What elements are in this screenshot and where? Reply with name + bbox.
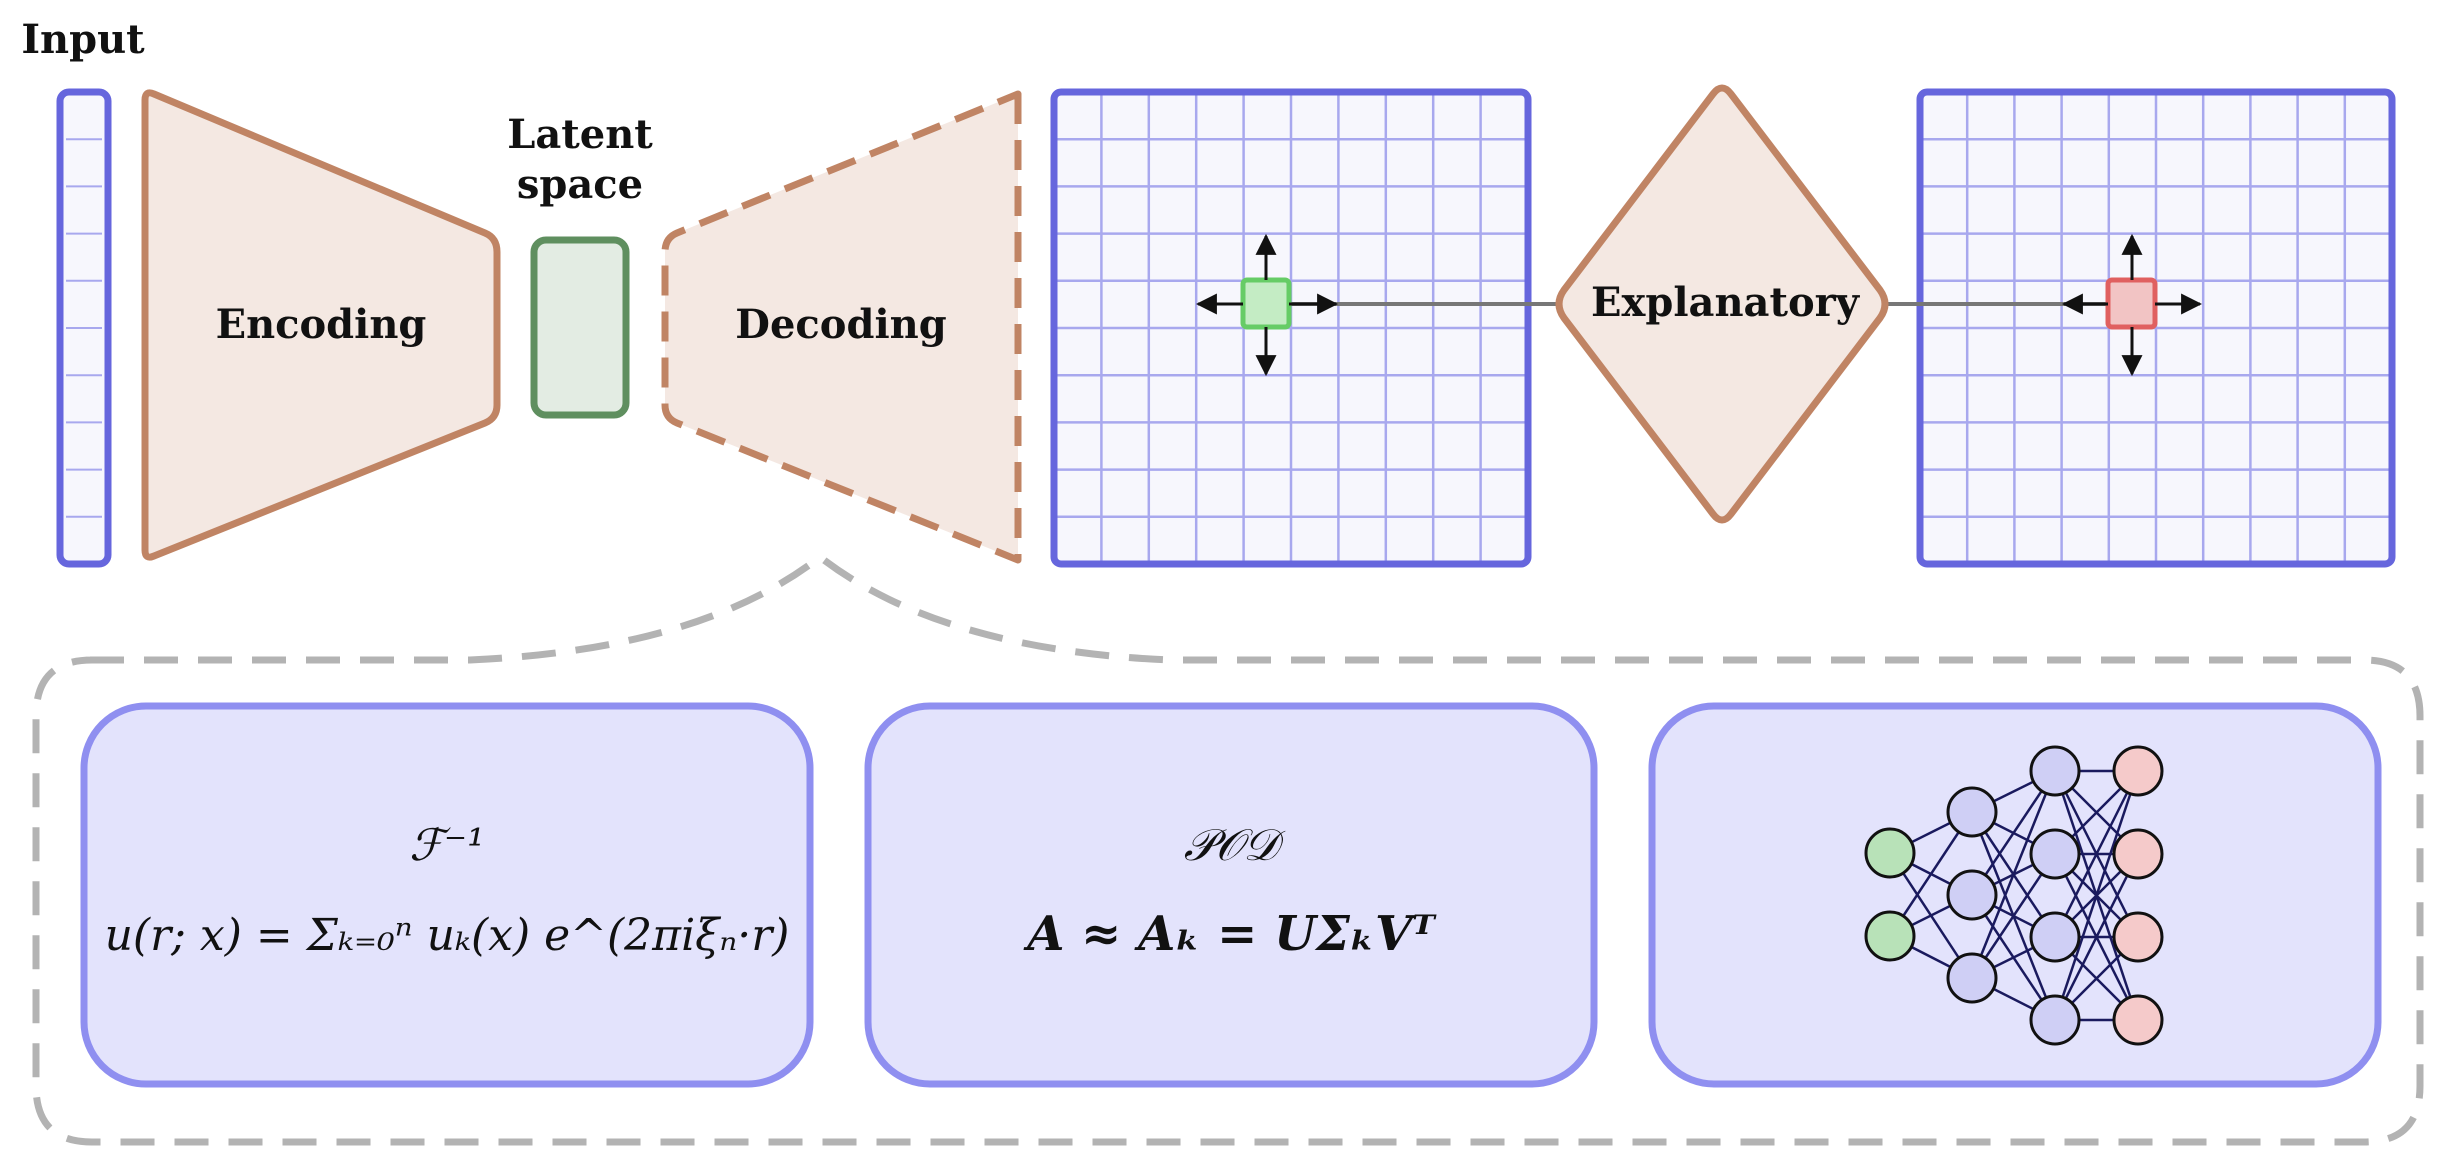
neural-network-node xyxy=(2112,911,2164,963)
neural-network-node xyxy=(2029,911,2081,963)
latent-space-box xyxy=(530,236,630,419)
neural-network-panel xyxy=(1648,702,2382,1088)
neural-network-nodes xyxy=(1864,745,2164,1046)
neural-network-node xyxy=(1946,952,1998,1004)
input-label: Input xyxy=(21,16,145,63)
encoding-label: Encoding xyxy=(216,301,427,348)
neural-network-node xyxy=(1946,786,1998,838)
explanatory-diamond xyxy=(1555,84,1889,524)
fourier-formula: u(r; x) = Σₖ₌₀ⁿ uₖ(x) e^(2πiξₙ·r) xyxy=(105,910,790,961)
explanatory-label: Explanatory xyxy=(1591,279,1861,326)
neural-network-node xyxy=(2029,745,2081,797)
neural-network-node xyxy=(1864,827,1916,879)
output-grid-left xyxy=(1050,88,1532,568)
encoder-shape xyxy=(141,89,501,561)
fourier-title: ℱ⁻¹ xyxy=(409,820,484,871)
neural-network-node xyxy=(2112,828,2164,880)
decoder-shape xyxy=(661,90,1022,564)
green-cell-with-arrows xyxy=(1195,233,1339,377)
input-vector xyxy=(56,88,112,568)
latent-space-label-line1: Latent xyxy=(507,111,653,158)
neural-network-edge xyxy=(2053,770,2140,1021)
neural-network-node xyxy=(2029,994,2081,1046)
neural-network-node xyxy=(2112,994,2164,1046)
decoding-label: Decoding xyxy=(735,301,946,348)
neural-network-node xyxy=(1946,869,1998,921)
pod-title: 𝒫𝒪𝒟 xyxy=(1184,820,1286,871)
decoder-options-container xyxy=(32,552,2424,1146)
latent-space-label-line2: space xyxy=(517,161,643,208)
output-grid-right xyxy=(1916,88,2396,568)
pod-formula: A ≈ Aₖ = UΣₖVᵀ xyxy=(1023,906,1437,962)
neural-network-edge xyxy=(2053,853,2140,1021)
pod-panel xyxy=(864,702,1598,1088)
neural-network-node xyxy=(2029,828,2081,880)
fourier-panel xyxy=(80,702,814,1088)
neural-network-edge xyxy=(1970,770,2057,979)
neural-network-node xyxy=(1864,910,1916,962)
red-cell-with-arrows xyxy=(2061,233,2203,377)
neural-network-node xyxy=(2112,745,2164,797)
neural-network-edge xyxy=(2053,770,2140,938)
